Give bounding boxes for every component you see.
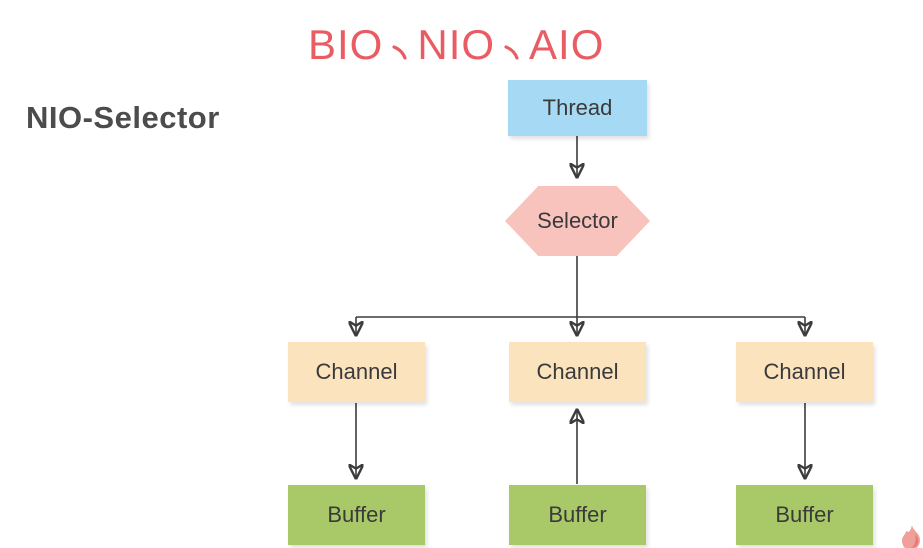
node-buffer-3: Buffer [736,485,873,545]
ideographic-comma-icon [495,45,529,60]
node-channel-2: Channel [509,342,646,402]
flame-watermark-icon [902,525,920,548]
ideographic-comma-icon [383,45,417,60]
node-thread: Thread [508,80,647,136]
node-buffer-2-label: Buffer [548,502,607,527]
title-part-bio: BIO [308,21,384,68]
node-buffer-1-label: Buffer [327,502,386,527]
node-selector-label: Selector [537,208,618,233]
node-channel-1: Channel [288,342,425,402]
node-buffer-2: Buffer [509,485,646,545]
node-channel-2-label: Channel [536,359,619,384]
node-channel-1-label: Channel [315,359,398,384]
node-channel-3-label: Channel [763,359,846,384]
node-channel-3: Channel [736,342,873,402]
node-thread-label: Thread [542,95,613,120]
page-title: BIO NIO AIO [308,21,605,68]
title-part-nio: NIO [417,21,496,68]
node-selector: Selector [505,186,650,256]
node-buffer-1: Buffer [288,485,425,545]
node-buffer-3-label: Buffer [775,502,834,527]
title-part-aio: AIO [529,21,605,68]
section-label-nio-selector: NIO-Selector [26,100,220,135]
